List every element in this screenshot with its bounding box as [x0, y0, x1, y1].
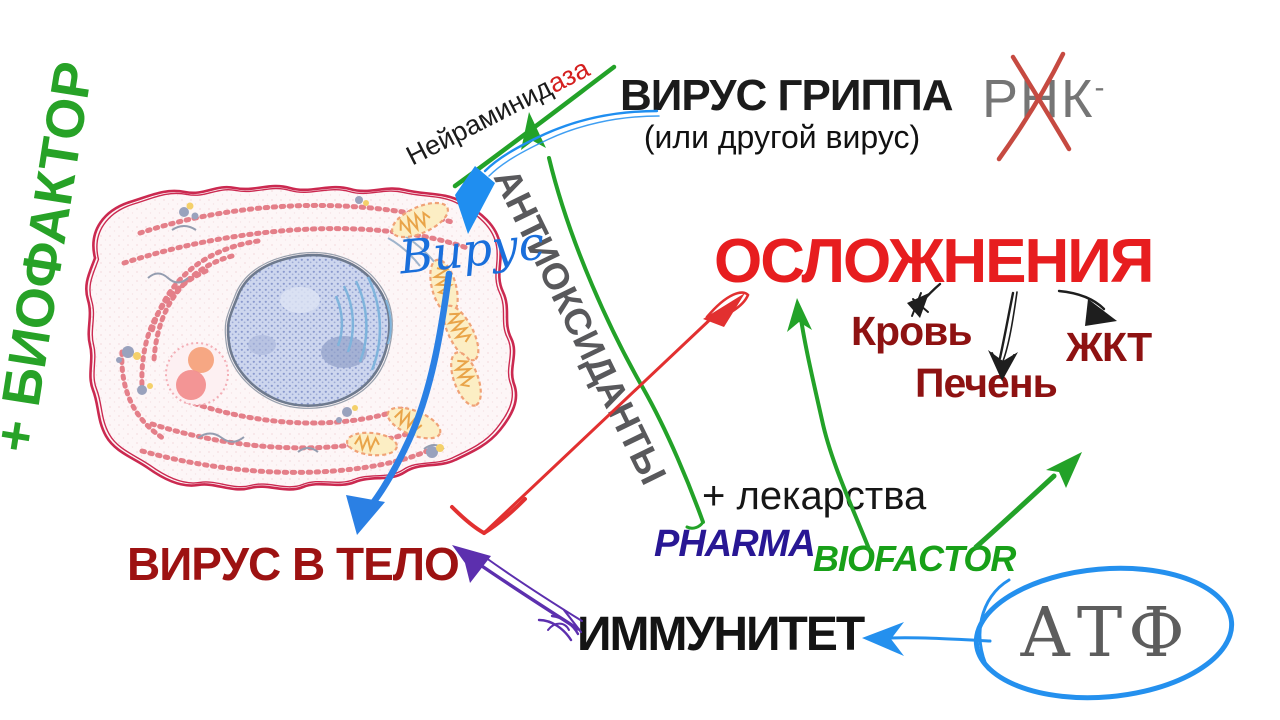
- flu-virus-subtitle: (или другой вирус): [643, 119, 921, 155]
- organ-liver-label: Печень: [915, 360, 1058, 406]
- pharma-label: PHARMA: [654, 523, 816, 565]
- biofactor-brand-label: BIOFACTOR: [813, 538, 1016, 579]
- rna-text: РНК: [982, 69, 1095, 129]
- virus-handwritten-label: Вирус: [396, 215, 547, 285]
- organ-blood-label: Кровь: [851, 308, 973, 354]
- rna-label: РНК-: [982, 72, 1106, 126]
- virus-into-body-label: ВИРУС В ТЕЛО: [127, 538, 460, 590]
- flu-virus-title: ВИРУС ГРИППА: [620, 71, 953, 120]
- rna-minus: -: [1094, 71, 1107, 104]
- complications-title: ОСЛОЖНЕНИЯ: [714, 227, 1154, 296]
- nucleolus: [165, 342, 229, 406]
- atp-label: АТФ: [1019, 594, 1191, 673]
- plus-drugs-label: + лекарства: [702, 474, 927, 518]
- immunity-label: ИММУНИТЕТ: [577, 608, 865, 661]
- organ-git-label: ЖКТ: [1066, 324, 1152, 370]
- nucleus: [224, 251, 393, 409]
